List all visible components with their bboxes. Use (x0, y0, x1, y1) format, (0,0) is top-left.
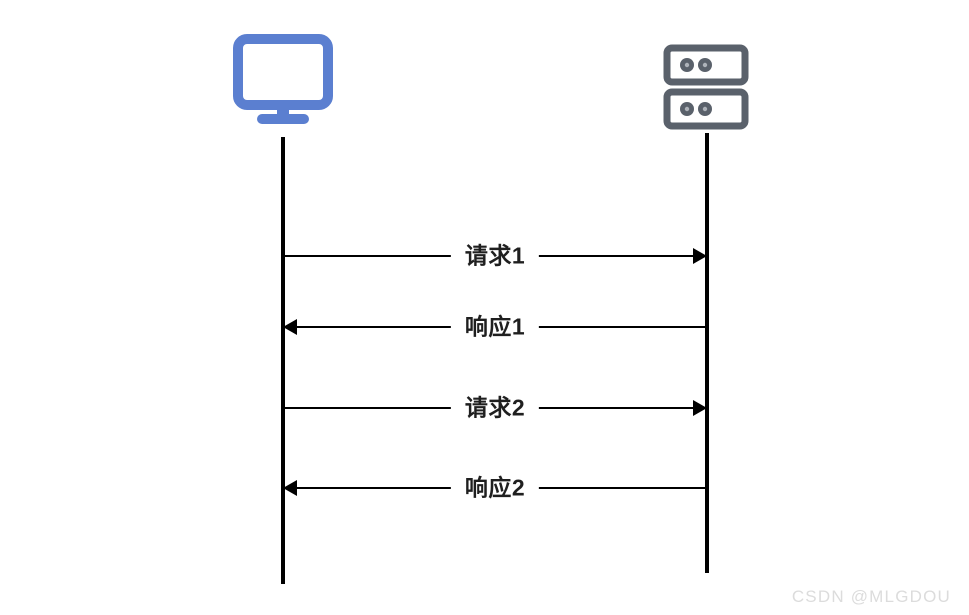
message-arrow-response-1: 响应1 (283, 305, 707, 349)
arrowhead-right-icon (693, 400, 707, 416)
arrowhead-left-icon (283, 319, 297, 335)
server-icon (663, 44, 749, 132)
monitor-icon (233, 34, 333, 126)
message-label: 响应2 (450, 476, 540, 500)
message-label: 响应1 (450, 315, 540, 339)
message-label: 请求2 (450, 396, 540, 420)
message-label: 请求1 (450, 244, 540, 268)
lifeline-client (281, 137, 285, 584)
lifeline-server (705, 133, 709, 573)
message-arrow-response-2: 响应2 (283, 466, 707, 510)
arrowhead-right-icon (693, 248, 707, 264)
arrowhead-left-icon (283, 480, 297, 496)
watermark-text: CSDN @MLGDOU (791, 587, 951, 606)
message-arrow-request-1: 请求1 (283, 234, 707, 278)
message-arrow-request-2: 请求2 (283, 386, 707, 430)
